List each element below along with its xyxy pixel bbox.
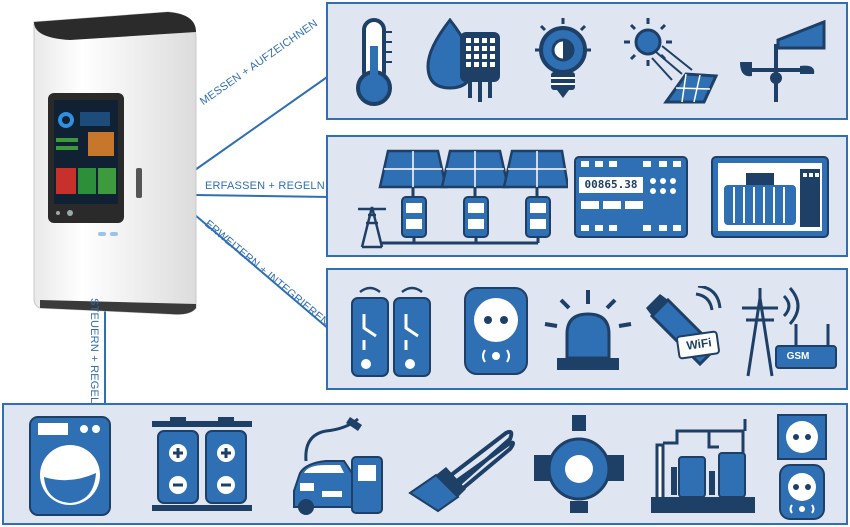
ev-charger-icon [293, 417, 383, 515]
panel-extend: WiFi GSM [326, 268, 848, 390]
label-capture: ERFASSEN + REGELN [205, 180, 325, 192]
washing-machine-icon [29, 416, 111, 516]
battery-icon [152, 417, 252, 511]
gsm-router-icon: GSM [740, 284, 840, 380]
controller-device [30, 8, 200, 318]
panel-control [2, 403, 848, 525]
panel-measure [326, 2, 848, 120]
generator-icon [711, 156, 829, 238]
relay-sensors-icon [351, 286, 431, 377]
energy-meter-icon: 00865.38 [573, 155, 689, 239]
socket-icon [777, 414, 827, 520]
alarm-beacon-icon [544, 290, 632, 370]
panel-capture: 00865.38 [326, 135, 848, 257]
label-control: STEUERN + REGELN [88, 298, 100, 412]
immersion-heater-icon [408, 429, 515, 513]
humidity-icon [426, 18, 500, 102]
circulation-pump-icon [534, 415, 624, 513]
solar-irradiance-icon [624, 18, 719, 104]
smart-plug-icon [464, 287, 528, 375]
thermometer-icon [356, 18, 392, 106]
solar-meters-icon [358, 149, 568, 249]
water-treatment-icon [651, 419, 755, 513]
gsm-label: GSM [786, 351, 810, 362]
meter-display-text: 00865.38 [584, 178, 638, 191]
weather-station-icon [740, 19, 826, 102]
wifi-stick-icon: WiFi [646, 286, 726, 376]
light-bulb-icon [535, 18, 591, 98]
